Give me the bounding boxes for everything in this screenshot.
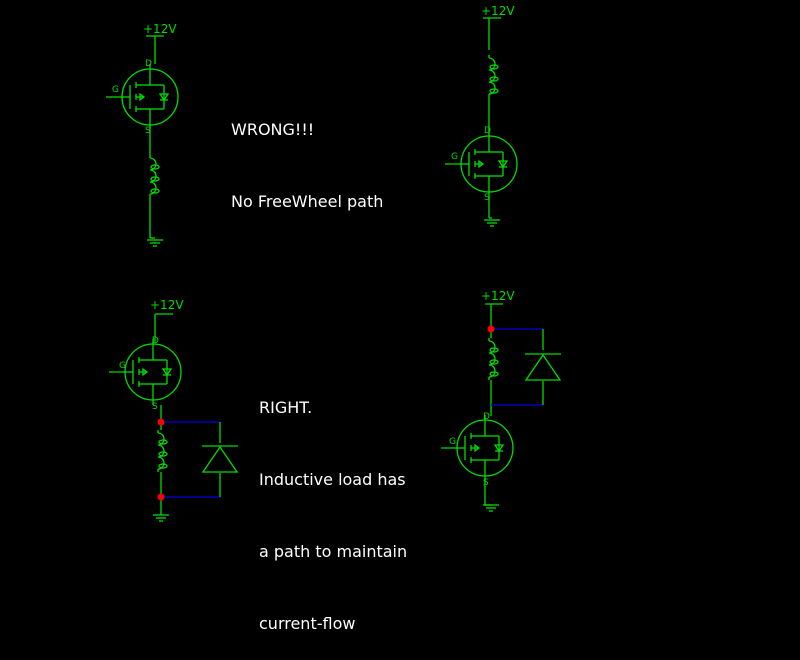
supply-label: +12V (143, 22, 177, 36)
freewheel-loop (491, 328, 544, 406)
wrong-title: WRONG!!! (231, 120, 315, 139)
pin-drain-label: D (145, 59, 152, 69)
circuit-wrong-high-side: +12V D G S (105, 22, 179, 247)
inductor (488, 54, 499, 98)
ground-symbol (152, 514, 170, 522)
pin-drain-label: D (484, 126, 491, 136)
right-title: RIGHT. (259, 398, 313, 417)
ground-symbol (483, 219, 501, 227)
inductor (488, 337, 499, 381)
right-line-2: a path to maintain (259, 542, 408, 561)
inductor (157, 429, 168, 473)
junction-node (157, 418, 165, 426)
mosfet (105, 63, 179, 131)
pin-source-label: S (145, 126, 151, 136)
circuit-wrong-low-side: +12V D G S (444, 4, 518, 227)
pin-gate-label: G (451, 152, 458, 162)
wrong-note: WRONG!!! No FreeWheel path (231, 70, 383, 238)
ground-symbol (146, 239, 164, 247)
freewheel-diode (524, 353, 562, 381)
right-note: RIGHT. Inductive load has a path to main… (259, 348, 407, 660)
supply-label: +12V (481, 4, 515, 18)
circuit-right-low-side: +12V D G S (440, 289, 562, 512)
mosfet (108, 338, 182, 406)
inductor (149, 154, 160, 198)
right-line-3: current-flow (259, 614, 356, 633)
pin-drain-label: D (483, 412, 490, 422)
pin-source-label: S (484, 193, 490, 203)
supply-label: +12V (481, 289, 515, 303)
circuit-right-high-side: +12V D G S (108, 298, 239, 522)
pin-gate-label: G (112, 85, 119, 95)
wrong-detail: No FreeWheel path (231, 192, 384, 211)
pin-source-label: S (483, 478, 489, 488)
junction-node (487, 325, 495, 333)
ground-symbol (482, 504, 500, 512)
pin-gate-label: G (119, 361, 126, 371)
mosfet (440, 414, 514, 482)
pin-source-label: S (152, 402, 158, 412)
pin-drain-label: D (152, 336, 159, 346)
freewheel-loop (161, 421, 221, 498)
right-line-1: Inductive load has (259, 470, 406, 489)
junction-node (157, 493, 165, 501)
schematic-canvas: +12V D G S +12V D G S +12V D G S (105, 4, 562, 522)
supply-label: +12V (150, 298, 184, 312)
pin-gate-label: G (449, 437, 456, 447)
mosfet (444, 130, 518, 198)
freewheel-diode (201, 445, 239, 473)
